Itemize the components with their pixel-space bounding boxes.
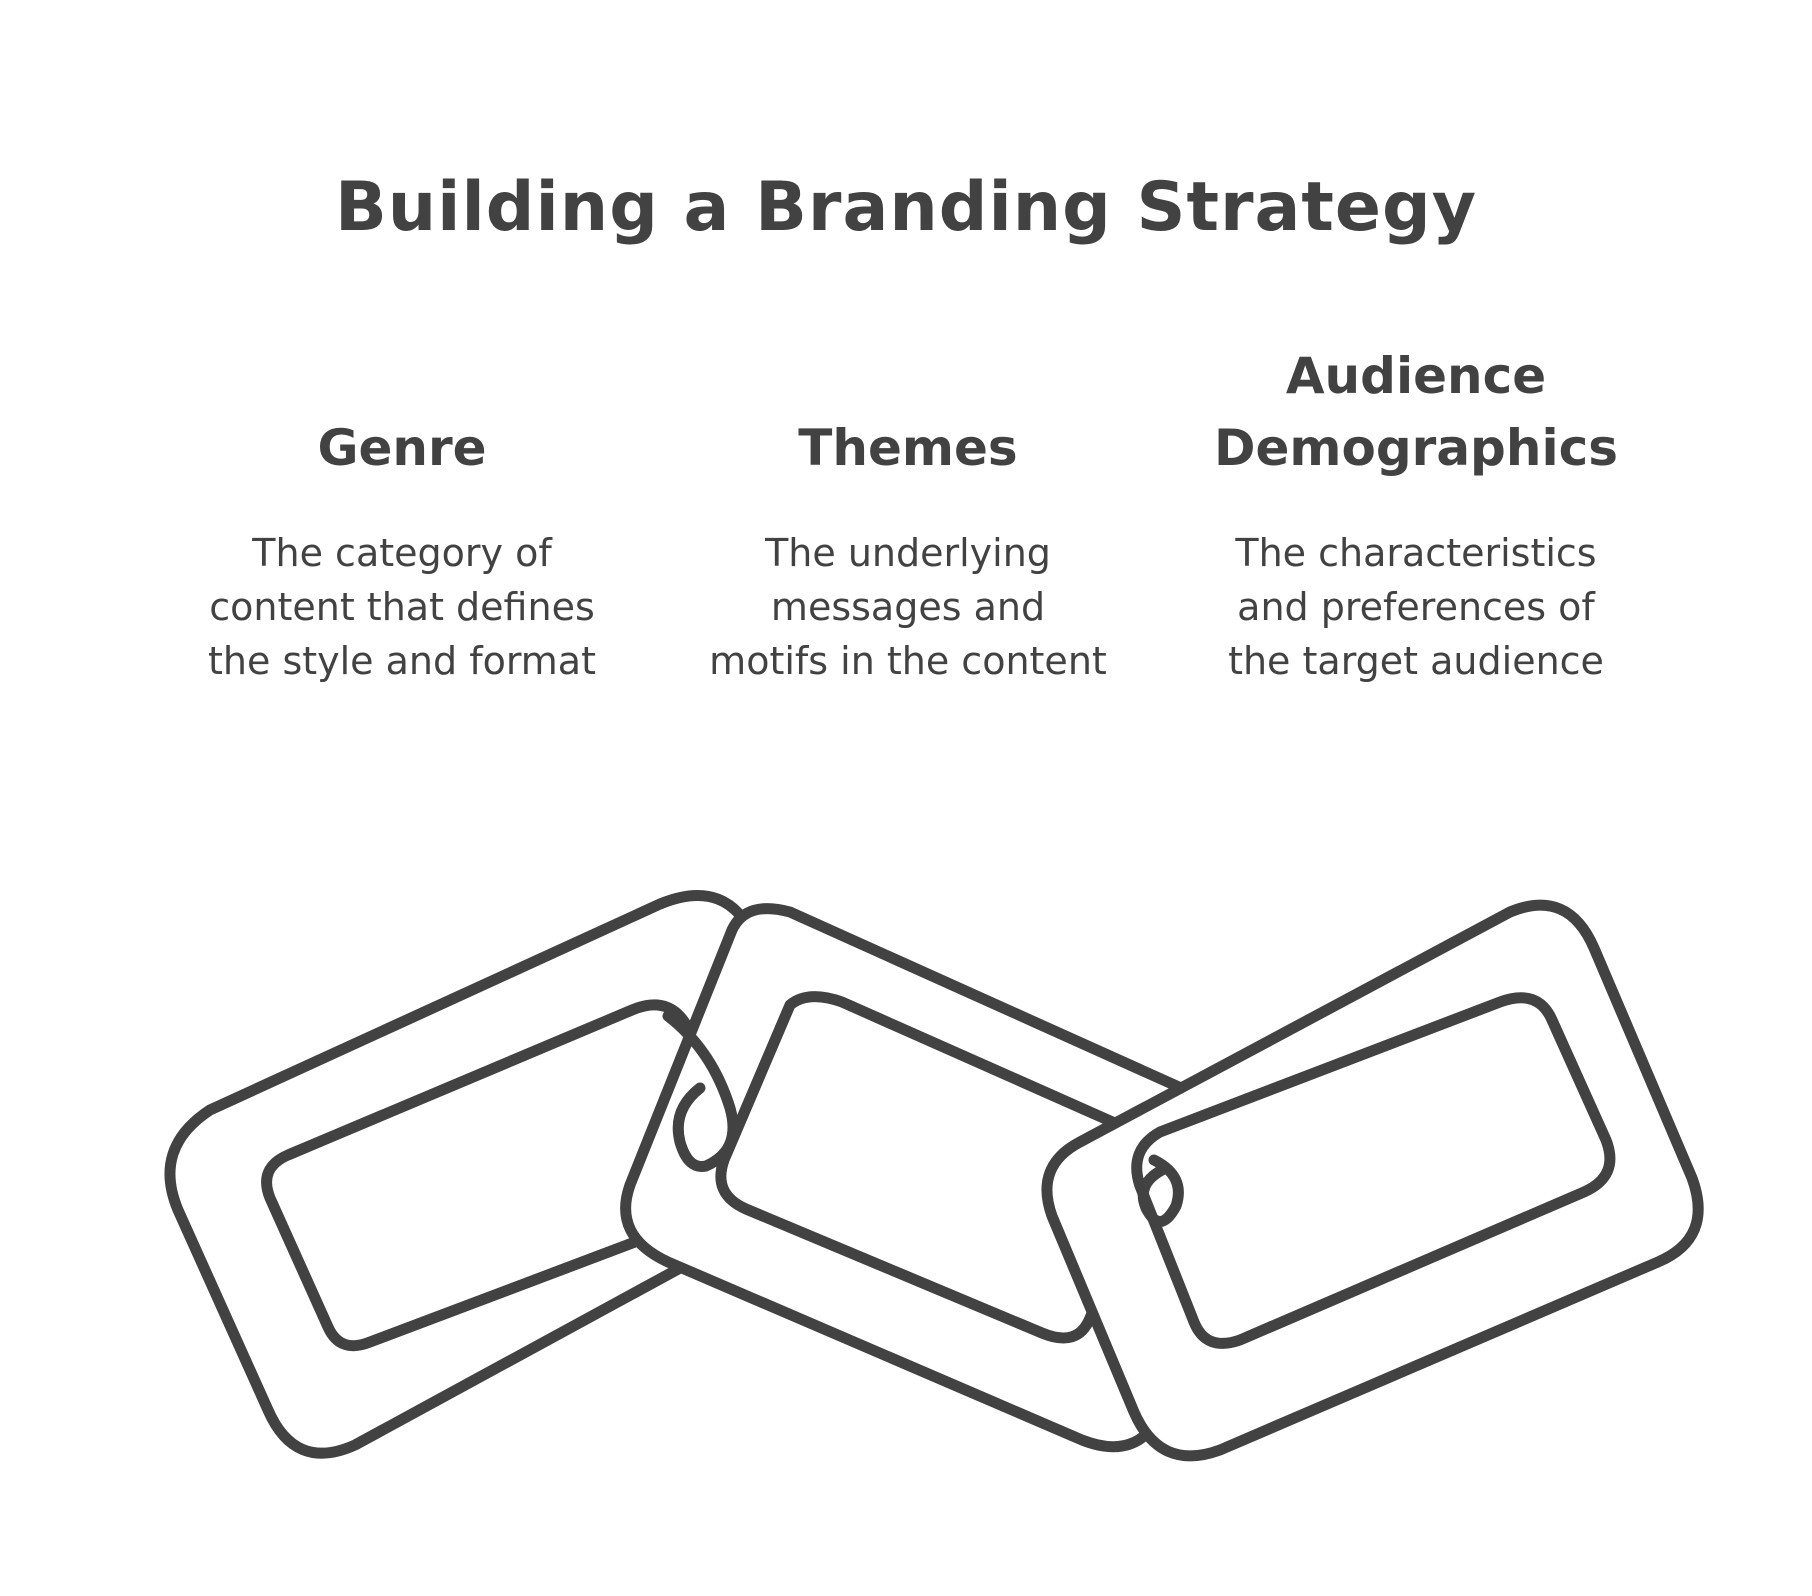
genre-heading: Genre — [317, 419, 487, 477]
themes-description: The underlying messages and motifs in th… — [709, 531, 1107, 683]
column-audience-demographics: Audience Demographics The characteristic… — [1186, 347, 1646, 688]
audience-description: The characteristics and preferences of t… — [1228, 531, 1604, 683]
chain-link-overlaps — [662, 1010, 1184, 1227]
themes-heading: Themes — [798, 419, 1018, 477]
column-genre: Genre The category of content that defin… — [172, 356, 632, 688]
diagram-title: Building a Branding Strategy — [334, 168, 1478, 247]
column-themes: Themes The underlying messages and motif… — [678, 356, 1138, 688]
genre-description: The category of content that defines the… — [208, 531, 596, 683]
chain-link-right — [1041, 899, 1704, 1462]
audience-heading: Audience Demographics — [1214, 347, 1618, 477]
